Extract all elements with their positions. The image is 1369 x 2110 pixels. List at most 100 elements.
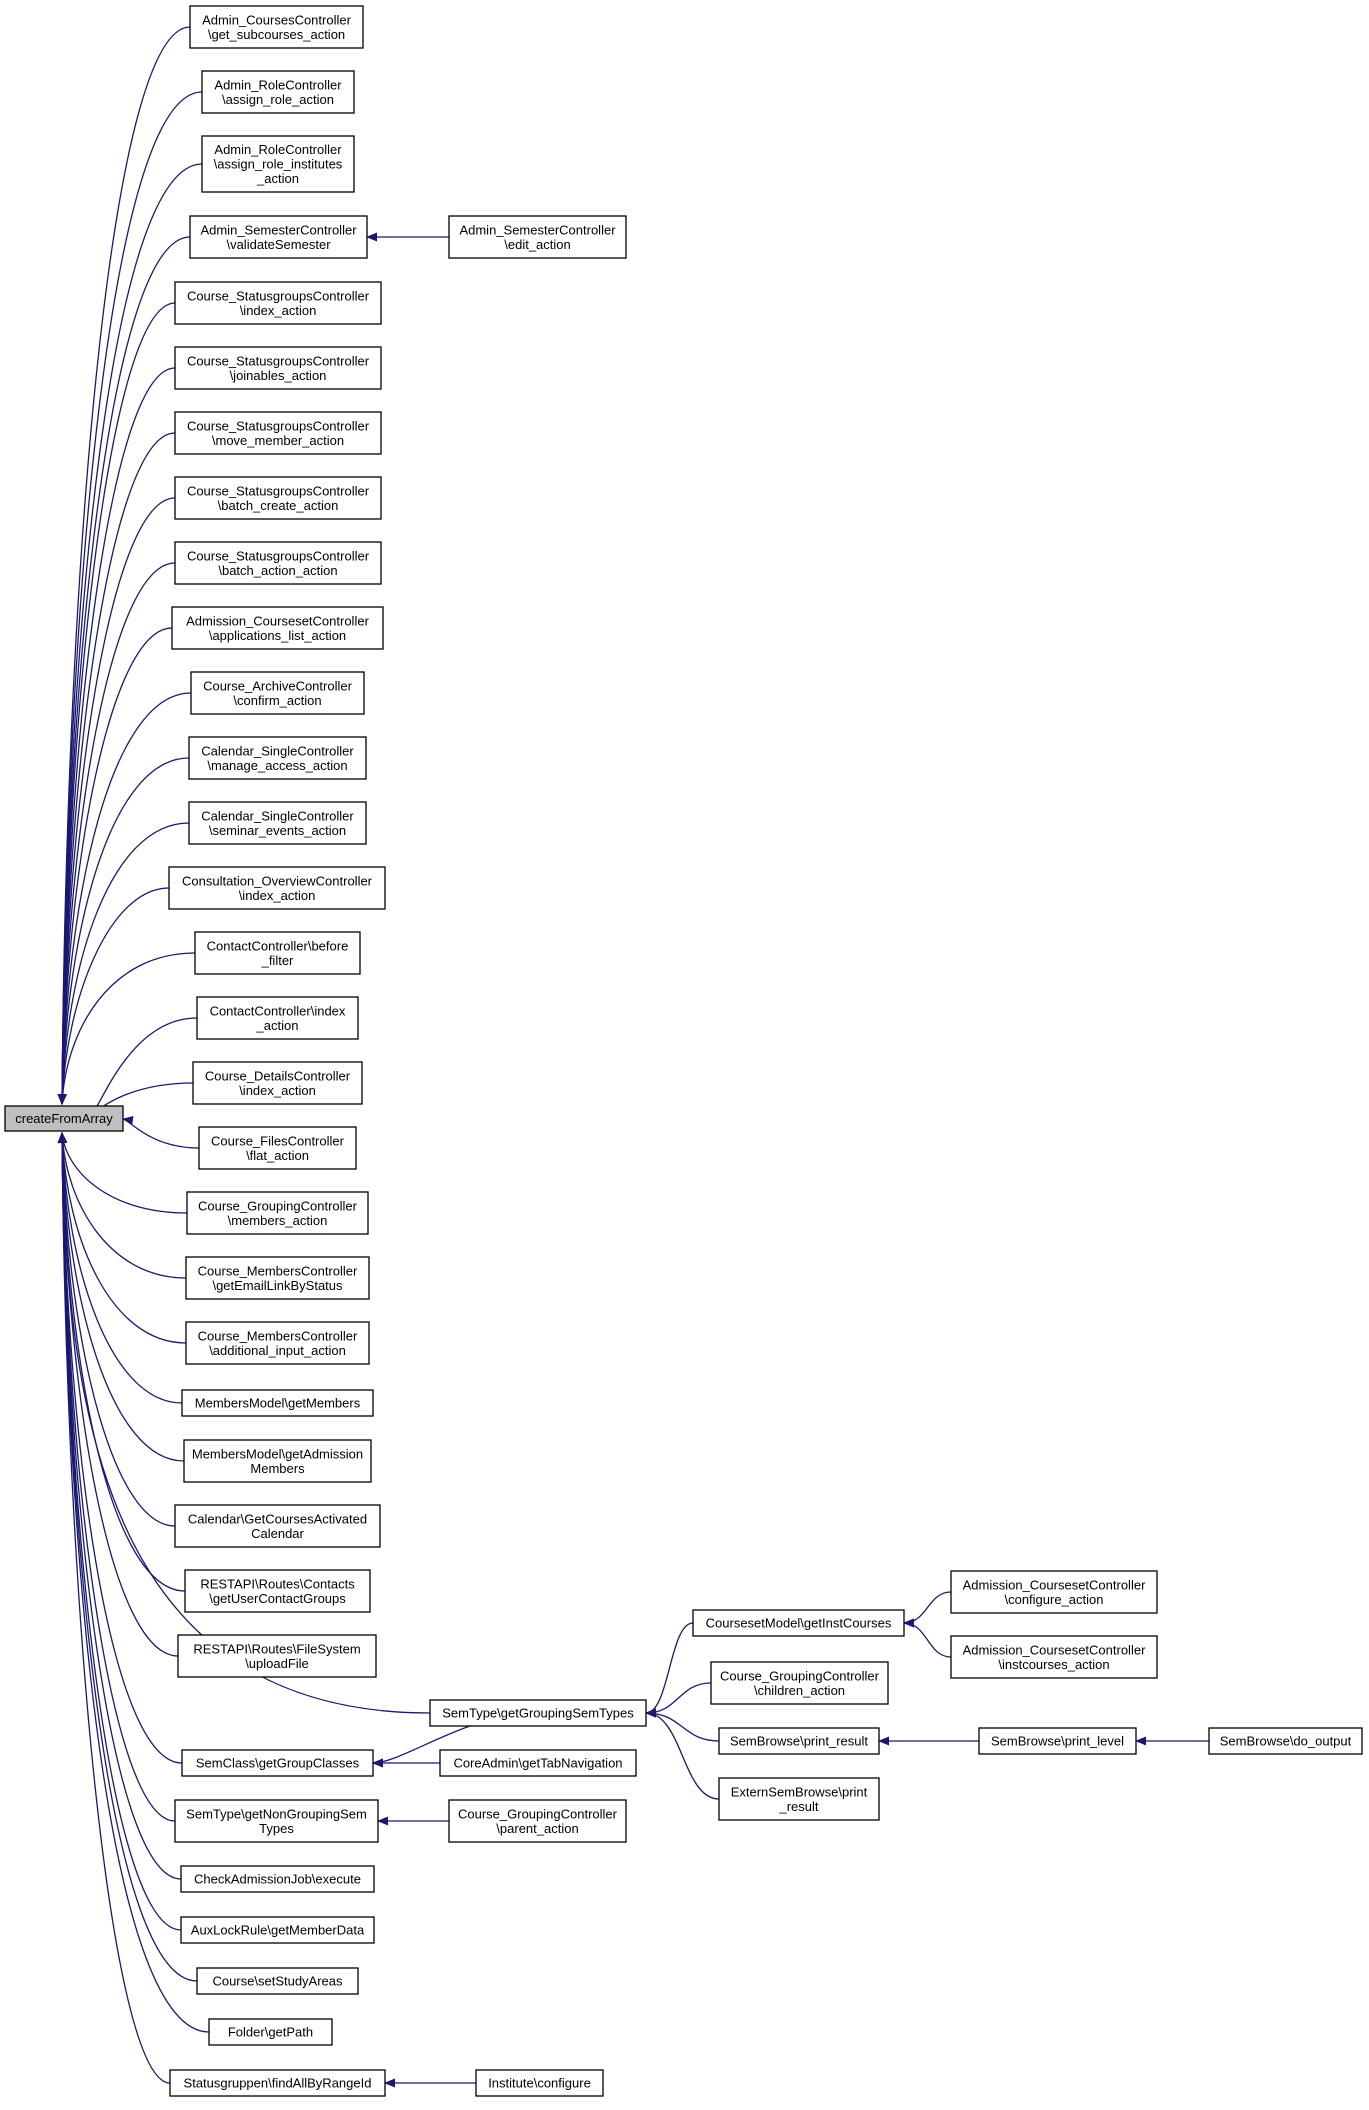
node-course-detailscontroller-index-action[interactable]: Course_DetailsController\index_action [192, 1061, 363, 1105]
node-course-statusgroupscontroller-index-action[interactable]: Course_StatusgroupsController\index_acti… [174, 281, 382, 325]
node-label-line: CoursesetModel\getInstCourses [706, 1616, 892, 1631]
node-contactcontroller-before-filter[interactable]: ContactController\before_filter [194, 931, 361, 975]
node-box [189, 5, 364, 49]
node-admin-rolecontroller-assign-role-institutes-action[interactable]: Admin_RoleController\assign_role_institu… [201, 135, 355, 193]
node-admin-semestercontroller-edit-action[interactable]: Admin_SemesterController\edit_action [448, 215, 627, 259]
node-contactcontroller-index-action[interactable]: ContactController\index_action [196, 996, 359, 1040]
node-box [201, 70, 355, 114]
node-label-line: SemType\getGroupingSemTypes [442, 1706, 634, 1721]
node-label-line: \edit_action [504, 237, 571, 252]
node-box [950, 1570, 1158, 1614]
node-course-groupingcontroller-children-action[interactable]: Course_GroupingController\children_actio… [710, 1661, 889, 1705]
node-label-line: Course_MembersController [198, 1328, 358, 1343]
node-admission-coursesetcontroller-configure-action[interactable]: Admission_CoursesetController\configure_… [950, 1570, 1158, 1614]
node-admin-semestercontroller-validatesemester[interactable]: Admin_SemesterController\validateSemeste… [189, 215, 368, 259]
node-box [196, 1967, 359, 1995]
node-box [183, 1439, 372, 1483]
edges-layer [57, 26, 1209, 2088]
node-label-line: RESTAPI\Routes\FileSystem [193, 1641, 360, 1656]
node-admin-rolecontroller-assign-role-action[interactable]: Admin_RoleController\assign_role_action [201, 70, 355, 114]
node-statusgruppen-findallbyrangeid[interactable]: Statusgruppen\findAllByRangeId [169, 2069, 386, 2097]
node-course-statusgroupscontroller-batch-action-action[interactable]: Course_StatusgroupsController\batch_acti… [174, 541, 382, 585]
node-course-filescontroller-flat-action[interactable]: Course_FilesController\flat_action [198, 1126, 357, 1170]
node-label-line: _result [778, 1799, 818, 1814]
node-sembrowse-print-level[interactable]: SemBrowse\print_level [978, 1727, 1137, 1755]
node-course-groupingcontroller-members-action[interactable]: Course_GroupingController\members_action [186, 1191, 369, 1235]
node-sembrowse-do-output[interactable]: SemBrowse\do_output [1208, 1727, 1363, 1755]
node-course-statusgroupscontroller-joinables-action[interactable]: Course_StatusgroupsController\joinables_… [174, 346, 382, 390]
node-box [429, 1699, 647, 1727]
node-calendar-singlecontroller-manage-access-action[interactable]: Calendar_SingleController\manage_access_… [188, 736, 367, 780]
node-label-line: Course\setStudyAreas [212, 1974, 343, 1989]
node-course-archivecontroller-confirm-action[interactable]: Course_ArchiveController\confirm_action [190, 671, 365, 715]
node-course-memberscontroller-additional-input-action[interactable]: Course_MembersController\additional_inpu… [185, 1321, 370, 1365]
node-label-line: createFromArray [15, 1111, 113, 1126]
edge-c34-to-root [57, 1132, 171, 2084]
node-label-line: \getEmailLinkByStatus [212, 1278, 343, 1293]
node-course-statusgroupscontroller-batch-create-action[interactable]: Course_StatusgroupsController\batch_crea… [174, 476, 382, 520]
node-label-line: Admin_CoursesController [202, 12, 352, 27]
node-label-line: \index_action [240, 303, 317, 318]
node-semtype-getgroupingsemtypes[interactable]: SemType\getGroupingSemTypes [429, 1699, 647, 1727]
node-institute-configure[interactable]: Institute\configure [475, 2069, 604, 2097]
node-checkadmissionjob-execute[interactable]: CheckAdmissionJob\execute [180, 1865, 375, 1893]
node-box [174, 281, 382, 325]
node-externsembrowse-print-result[interactable]: ExternSemBrowse\print_result [718, 1777, 880, 1821]
node-box [448, 1799, 627, 1843]
node-coursesetmodel-getinstcourses[interactable]: CoursesetModel\getInstCourses [692, 1609, 905, 1637]
node-box [174, 346, 382, 390]
edge-c11-to-root [57, 692, 192, 1105]
node-coreadmin-gettabnavigation[interactable]: CoreAdmin\getTabNavigation [439, 1749, 637, 1777]
node-label-line: _filter [261, 953, 294, 968]
node-label-line: Course_ArchiveController [203, 678, 353, 693]
edge-c8-to-root [57, 497, 176, 1105]
node-course-statusgroupscontroller-move-member-action[interactable]: Course_StatusgroupsController\move_membe… [174, 411, 382, 455]
node-label-line: _action [256, 171, 299, 186]
node-label-line: \applications_list_action [209, 628, 346, 643]
node-createfromarray[interactable]: createFromArray [4, 1105, 124, 1132]
node-label-line: \confirm_action [233, 693, 321, 708]
node-box [188, 801, 367, 845]
node-course-setstudyareas[interactable]: Course\setStudyAreas [196, 1967, 359, 1995]
edge-c5-to-root [57, 302, 176, 1105]
node-label-line: Course_StatusgroupsController [187, 418, 370, 433]
node-folder-getpath[interactable]: Folder\getPath [208, 2018, 333, 2046]
node-label-line: \assign_role_institutes [214, 157, 343, 172]
node-restapi-routes-filesystem-uploadfile[interactable]: RESTAPI\Routes\FileSystem\uploadFile [177, 1634, 377, 1678]
node-box [448, 215, 627, 259]
node-sembrowse-print-result[interactable]: SemBrowse\print_result [718, 1727, 880, 1755]
node-box [168, 866, 386, 910]
node-calendar-singlecontroller-seminar-events-action[interactable]: Calendar_SingleController\seminar_events… [188, 801, 367, 845]
node-admission-coursesetcontroller-instcourses-action[interactable]: Admission_CoursesetController\instcourse… [950, 1635, 1158, 1679]
node-box [180, 1865, 375, 1893]
node-box [181, 1749, 374, 1777]
node-membersmodel-getmembers[interactable]: MembersModel\getMembers [181, 1389, 374, 1417]
node-box [1208, 1727, 1363, 1755]
node-course-groupingcontroller-parent-action[interactable]: Course_GroupingController\parent_action [448, 1799, 627, 1843]
node-admission-coursesetcontroller-applications-list-action[interactable]: Admission_CoursesetController\applicatio… [171, 606, 384, 650]
node-label-line: SemClass\getGroupClasses [196, 1756, 360, 1771]
node-label-line: Course_MembersController [198, 1263, 358, 1278]
node-label-line: \index_action [239, 1083, 316, 1098]
edge-c24-to-root [57, 1132, 176, 1527]
node-label-line: RESTAPI\Routes\Contacts [200, 1576, 355, 1591]
edge-o5-to-c27 [645, 1708, 720, 1800]
node-label-line: Course_StatusgroupsController [187, 288, 370, 303]
edge-c10-to-root [57, 627, 173, 1105]
node-box [171, 606, 384, 650]
node-box [169, 2069, 386, 2097]
node-box [186, 1191, 369, 1235]
node-box [978, 1727, 1137, 1755]
node-label-line: \batch_create_action [218, 498, 339, 513]
node-consultation-overviewcontroller-index-action[interactable]: Consultation_OverviewController\index_ac… [168, 866, 386, 910]
node-restapi-routes-contacts-getusercontactgroups[interactable]: RESTAPI\Routes\Contacts\getUserContactGr… [184, 1569, 371, 1613]
node-semclass-getgroupclasses[interactable]: SemClass\getGroupClasses [181, 1749, 374, 1777]
node-label-line: Admission_CoursesetController [186, 613, 369, 628]
node-admin-coursescontroller-get-subcourses-action[interactable]: Admin_CoursesController\get_subcourses_a… [189, 5, 364, 49]
node-course-memberscontroller-getemaillinkbystatus[interactable]: Course_MembersController\getEmailLinkByS… [185, 1256, 370, 1300]
node-auxlockrule-getmemberdata[interactable]: AuxLockRule\getMemberData [180, 1916, 375, 1944]
edge-o7-to-o2 [903, 1618, 952, 1658]
